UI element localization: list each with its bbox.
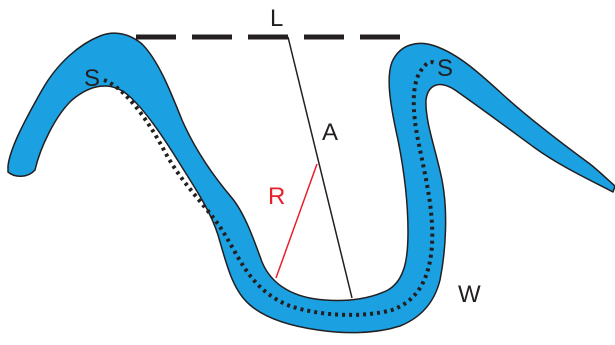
radius-line	[275, 163, 318, 279]
amplitude-line	[287, 36, 353, 299]
river-channel	[7, 32, 615, 334]
sinuosity-label-right: S	[437, 55, 453, 82]
sinuosity-label-left: S	[84, 65, 100, 92]
amplitude-label: A	[322, 119, 338, 146]
sinuosity-dotted-path	[103, 60, 438, 317]
wavelength-label: L	[270, 5, 283, 32]
radius-label: R	[268, 183, 285, 210]
width-label: W	[458, 281, 481, 308]
